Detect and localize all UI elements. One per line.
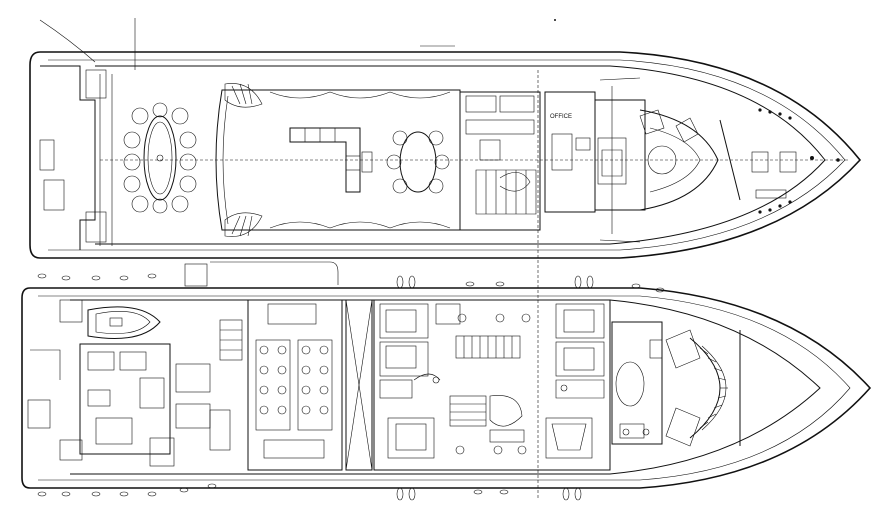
- lower-deck: [21, 287, 872, 489]
- top-annotations: [39, 18, 556, 287]
- forward-crescent-berth: [689, 337, 721, 439]
- upper-deck: OFFICE: [29, 51, 862, 500]
- cabin-fwd-stbd: [555, 341, 605, 377]
- portholes: [37, 273, 665, 501]
- engine-room: [247, 299, 343, 471]
- lower-hull-outline: [21, 287, 872, 489]
- cabin-aft-bottom: [387, 417, 435, 459]
- saloon-dining-table: [386, 130, 450, 194]
- cabin-aft-port: [379, 303, 429, 339]
- upper-hull-outline: [29, 51, 862, 259]
- saloon-l-sofa: [289, 127, 361, 193]
- office-label: OFFICE: [550, 114, 572, 120]
- cabin-fwd-bottom: [545, 417, 593, 459]
- cabin-aft-stbd: [379, 341, 429, 377]
- aft-dining-table: [123, 102, 197, 214]
- cabin-fwd-port: [555, 303, 605, 339]
- tender-boat: [87, 306, 161, 339]
